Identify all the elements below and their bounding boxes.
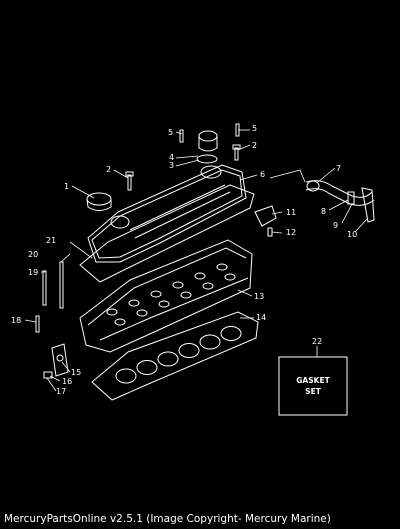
gasket-set-box[interactable]: GASKET SET bbox=[278, 356, 348, 416]
cylinder-bore bbox=[199, 334, 221, 350]
callout-labels: 1 2 3 4 5 5 2 6 7 8 9 10 11 12 13 14 15 … bbox=[11, 124, 357, 396]
head-gasket[interactable] bbox=[91, 311, 259, 401]
breather-assembly[interactable] bbox=[196, 130, 218, 164]
head-bolt-20[interactable] bbox=[59, 261, 64, 309]
callout-10: 10 bbox=[347, 230, 357, 239]
head-boss bbox=[172, 281, 184, 289]
callout-16: 16 bbox=[62, 377, 72, 386]
bolt-2-right[interactable] bbox=[232, 144, 241, 161]
callout-11: 11 bbox=[286, 208, 296, 217]
callout-3: 3 bbox=[169, 161, 174, 170]
callout-14: 14 bbox=[256, 313, 266, 322]
head-boss bbox=[114, 318, 126, 326]
cylinder-head[interactable] bbox=[79, 239, 253, 353]
exploded-parts-diagram: GASKET SET 1 2 3 4 5 5 bbox=[11, 123, 375, 416]
callout-9: 9 bbox=[333, 221, 338, 230]
callout-22: 22 bbox=[312, 337, 322, 346]
valve-cover[interactable] bbox=[87, 164, 247, 263]
callout-4: 4 bbox=[169, 153, 174, 162]
head-boss bbox=[136, 309, 148, 317]
lifting-eye[interactable] bbox=[43, 343, 69, 379]
breather-hose[interactable] bbox=[305, 180, 375, 223]
head-boss bbox=[158, 300, 170, 308]
cylinder-bore bbox=[115, 368, 137, 384]
callout-5b: 5 bbox=[252, 124, 257, 133]
gasket-set-line2: SET bbox=[305, 387, 322, 396]
callout-7: 7 bbox=[336, 164, 341, 173]
head-boss bbox=[216, 263, 228, 271]
cylinder-bore bbox=[178, 343, 200, 358]
bracket-11[interactable] bbox=[254, 205, 277, 237]
cylinder-bore bbox=[220, 326, 242, 341]
head-boss bbox=[106, 308, 118, 316]
callout-13: 13 bbox=[254, 292, 264, 301]
callout-20: 20 bbox=[28, 250, 38, 259]
gasket-set-line1: GASKET bbox=[296, 376, 330, 385]
callout-1: 1 bbox=[64, 182, 69, 191]
callout-19: 19 bbox=[28, 268, 38, 277]
cylinder-bore bbox=[136, 360, 158, 375]
oil-filler-cap[interactable] bbox=[86, 192, 112, 211]
callout-2a: 2 bbox=[106, 165, 111, 174]
valve-cover-gasket[interactable] bbox=[79, 184, 255, 283]
callout-2b: 2 bbox=[252, 141, 257, 150]
callout-12: 12 bbox=[286, 228, 296, 237]
leader-lines bbox=[24, 129, 369, 392]
head-boss bbox=[128, 299, 140, 307]
copyright-footer: MercuryPartsOnline v2.5.1 (Image Copyrig… bbox=[4, 513, 331, 525]
head-boss bbox=[224, 273, 236, 281]
callout-15: 15 bbox=[71, 368, 81, 377]
head-boss bbox=[194, 272, 206, 280]
callout-8: 8 bbox=[321, 207, 326, 216]
cylinder-bore bbox=[157, 351, 179, 367]
callout-17: 17 bbox=[56, 387, 66, 396]
callout-18: 18 bbox=[11, 316, 21, 325]
head-boss bbox=[202, 282, 214, 290]
callout-21: 21 bbox=[46, 236, 56, 245]
head-bolt-18[interactable] bbox=[35, 315, 40, 333]
head-boss bbox=[150, 290, 162, 298]
bolt-5-left[interactable] bbox=[179, 129, 184, 143]
callout-6: 6 bbox=[260, 170, 265, 179]
head-boss bbox=[180, 291, 192, 299]
bolt-2-left[interactable] bbox=[125, 171, 134, 191]
head-bolt-19[interactable] bbox=[42, 270, 47, 306]
callout-5a: 5 bbox=[168, 128, 173, 137]
